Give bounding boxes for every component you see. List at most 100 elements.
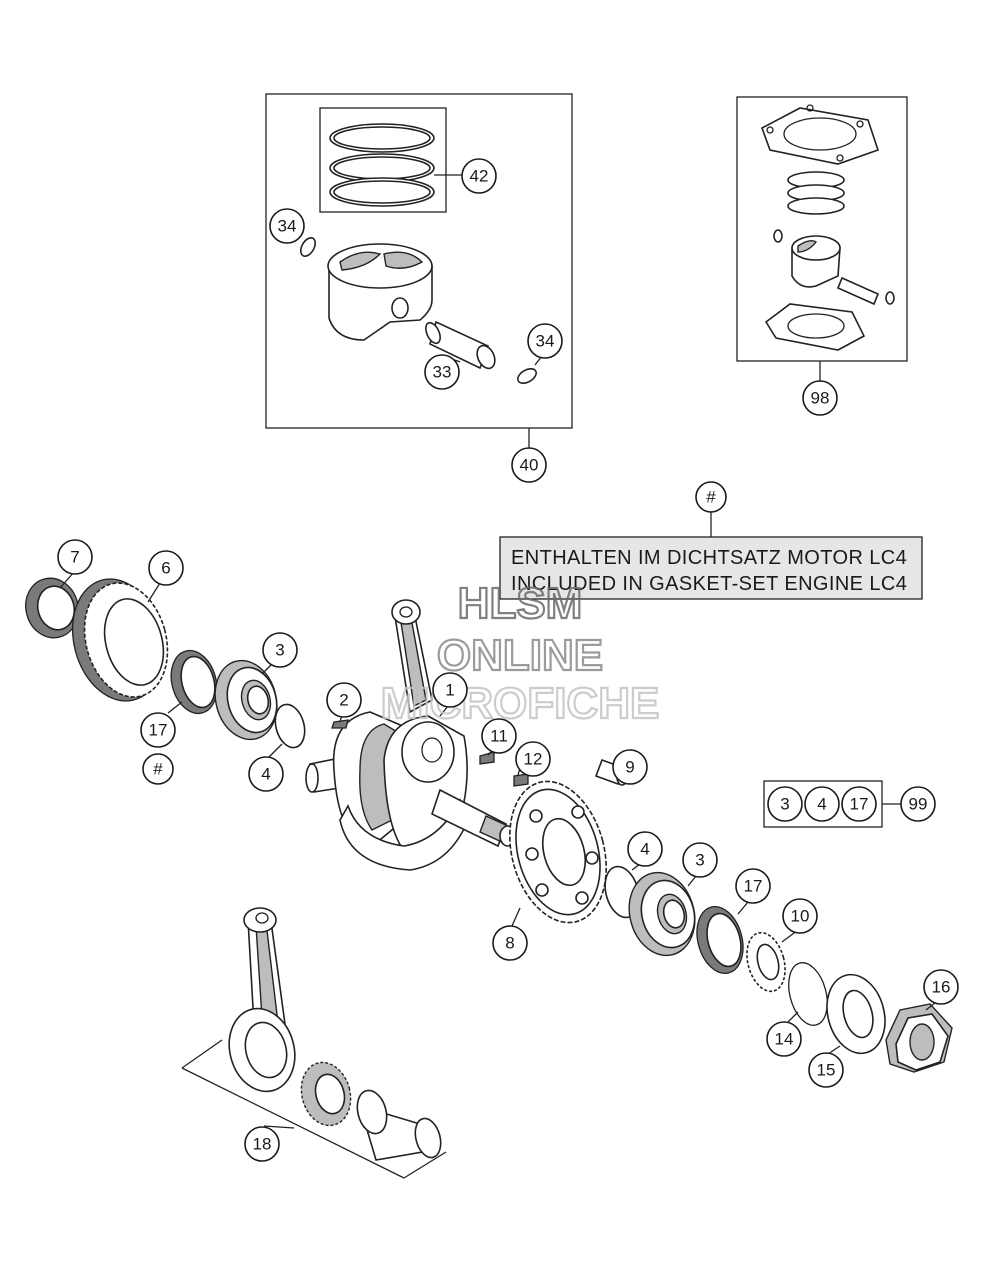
gasket-kit-rings	[787, 171, 845, 215]
callout-14[interactable]: 14	[766, 1021, 802, 1057]
svg-text:17: 17	[744, 877, 763, 896]
callout-kit-17[interactable]: 17	[841, 786, 877, 822]
gasket-kit-clip-a	[773, 229, 783, 243]
callout-34-right[interactable]: 34	[527, 323, 563, 359]
crank-nut	[885, 1003, 953, 1073]
woodruff-key-11	[479, 751, 495, 765]
woodruff-key-2	[331, 719, 349, 729]
gasket-kit-pin	[836, 276, 880, 306]
callout-4-right[interactable]: 4	[627, 831, 663, 867]
needle-bearing	[300, 1061, 352, 1127]
seal-ring	[25, 577, 79, 639]
svg-text:17: 17	[149, 721, 168, 740]
watermark-line-1: HLSM	[458, 579, 583, 628]
main-bearing-left	[214, 659, 278, 741]
svg-text:3: 3	[275, 641, 284, 660]
crank-sprocket	[746, 931, 786, 993]
watermark: HLSM ONLINE MICROFICHE	[380, 578, 661, 729]
gasket-kit-group	[736, 96, 908, 381]
piston-ring-frame	[319, 107, 447, 213]
callout-hash-note[interactable]: #	[695, 481, 727, 513]
callout-9[interactable]: 9	[612, 749, 648, 785]
shim-left	[274, 703, 306, 749]
snap-ring	[788, 962, 828, 1026]
note-line-2: INCLUDED IN GASKET-SET ENGINE LC4	[511, 573, 907, 595]
gasket-kit-piston	[791, 235, 841, 288]
callout-4-left[interactable]: 4	[248, 756, 284, 792]
circlip-right	[517, 367, 537, 385]
svg-text:10: 10	[791, 907, 810, 926]
piston-pin	[425, 320, 496, 370]
timing-gear	[509, 780, 607, 924]
callout-33[interactable]: 33	[424, 354, 460, 390]
svg-text:16: 16	[932, 978, 951, 997]
svg-text:6: 6	[161, 559, 170, 578]
svg-text:42: 42	[470, 167, 489, 186]
callout-15[interactable]: 15	[808, 1052, 844, 1088]
svg-text:#: #	[706, 488, 716, 507]
svg-text:34: 34	[536, 332, 555, 351]
callout-2[interactable]: 2	[326, 682, 362, 718]
callout-40[interactable]: 40	[511, 447, 547, 483]
callout-18[interactable]: 18	[244, 1126, 280, 1162]
callout-11[interactable]: 11	[481, 718, 517, 754]
svg-text:11: 11	[490, 727, 508, 746]
callout-34-top[interactable]: 34	[269, 208, 305, 244]
svg-text:3: 3	[780, 795, 789, 814]
callout-99[interactable]: 99	[900, 786, 936, 822]
watermark-line-3: MICROFICHE	[381, 679, 660, 728]
svg-text:98: 98	[811, 389, 830, 408]
callout-17-left[interactable]: 17	[140, 712, 176, 748]
piston-rings	[329, 123, 435, 207]
svg-text:33: 33	[433, 363, 452, 382]
callout-17-right[interactable]: 17	[735, 868, 771, 904]
svg-text:99: 99	[909, 795, 928, 814]
callout-42[interactable]: 42	[461, 158, 497, 194]
bearing-kit-group	[763, 780, 902, 828]
connecting-rod	[228, 907, 296, 1093]
callout-1[interactable]: 1	[432, 672, 468, 708]
callout-98[interactable]: 98	[802, 380, 838, 416]
callout-8[interactable]: 8	[492, 925, 528, 961]
shaft-seal-left	[170, 649, 218, 715]
svg-text:1: 1	[445, 681, 454, 700]
piston-kit-frame	[265, 93, 573, 429]
svg-text:4: 4	[817, 795, 826, 814]
callout-hash-left[interactable]: #	[142, 753, 174, 785]
primary-gear	[71, 578, 169, 702]
svg-text:18: 18	[253, 1135, 272, 1154]
svg-text:14: 14	[775, 1030, 794, 1049]
conrod-kit-group	[181, 907, 447, 1179]
callout-kit-3[interactable]: 3	[767, 786, 803, 822]
head-gasket	[761, 107, 880, 165]
svg-text:9: 9	[625, 758, 634, 777]
svg-text:15: 15	[817, 1061, 836, 1080]
crank-pin	[356, 1089, 442, 1161]
woodruff-key-12	[513, 773, 529, 787]
callout-3-right[interactable]: 3	[682, 842, 718, 878]
main-bearing-right	[628, 871, 696, 957]
callout-16[interactable]: 16	[923, 969, 959, 1005]
gasket-kit-clip-b	[885, 291, 895, 305]
callout-kit-4[interactable]: 4	[804, 786, 840, 822]
callout-7[interactable]: 7	[57, 539, 93, 575]
note-group: ENTHALTEN IM DICHTSATZ MOTOR LC4 INCLUDE…	[499, 511, 923, 600]
callout-3-left[interactable]: 3	[262, 632, 298, 668]
callout-10[interactable]: 10	[782, 898, 818, 934]
piston-kit-group	[265, 93, 573, 448]
piston	[327, 243, 433, 341]
crankshaft	[305, 599, 517, 871]
svg-text:#: #	[153, 760, 163, 779]
note-line-1: ENTHALTEN IM DICHTSATZ MOTOR LC4	[511, 547, 907, 569]
callout-6[interactable]: 6	[148, 550, 184, 586]
note-box	[499, 536, 923, 600]
svg-text:4: 4	[261, 765, 270, 784]
callout-12[interactable]: 12	[515, 741, 551, 777]
svg-text:8: 8	[505, 934, 514, 953]
svg-text:12: 12	[524, 750, 543, 769]
watermark-line-2: ONLINE	[437, 631, 603, 680]
svg-text:40: 40	[520, 456, 539, 475]
svg-text:2: 2	[339, 691, 348, 710]
shaft-seal-right	[696, 906, 744, 974]
